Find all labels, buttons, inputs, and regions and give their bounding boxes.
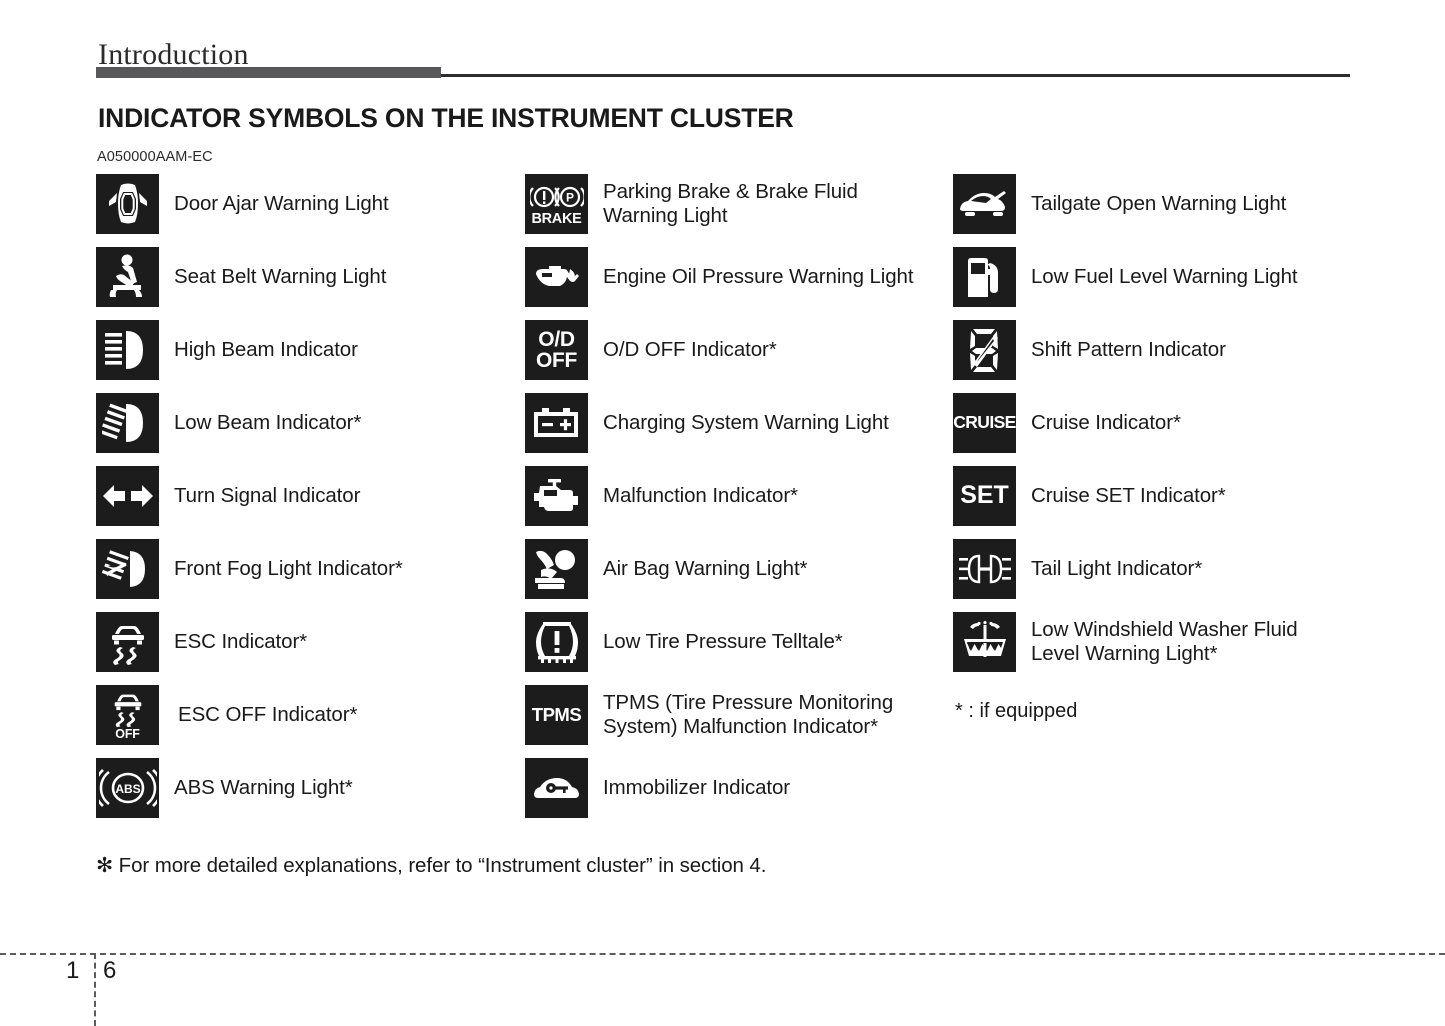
tpms-icon-text: TPMS — [531, 703, 582, 725]
symbol-row: High Beam Indicator — [96, 320, 358, 380]
cruise-set-icon: SET — [953, 466, 1016, 526]
symbol-label: Door Ajar Warning Light — [174, 191, 389, 215]
symbol-label: Low Tire Pressure Telltale* — [603, 629, 843, 653]
cruise-icon: CRUISE — [953, 393, 1016, 453]
chapter-number: 1 — [66, 957, 80, 984]
symbol-label: Tailgate Open Warning Light — [1031, 191, 1287, 215]
abs-icon: ABS — [96, 758, 159, 818]
symbol-row: TPMS TPMS (Tire Pressure Monitoring Syst… — [525, 685, 893, 745]
front-fog-light-icon — [96, 539, 159, 599]
header-rule-accent — [96, 67, 441, 78]
header-rule-line — [441, 74, 1350, 77]
symbol-label: Charging System Warning Light — [603, 410, 889, 434]
door-ajar-icon — [96, 174, 159, 234]
symbol-row: Malfunction Indicator* — [525, 466, 798, 526]
symbol-label: Cruise SET Indicator* — [1031, 483, 1226, 507]
parking-brake-icon: P BRAKE — [525, 174, 588, 234]
symbol-label: Seat Belt Warning Light — [174, 264, 387, 288]
esc-off-icon: OFF — [96, 685, 159, 745]
symbol-label: High Beam Indicator — [174, 337, 358, 361]
seat-belt-icon — [96, 247, 159, 307]
symbol-label: Shift Pattern Indicator — [1031, 337, 1226, 361]
footer-divider-horizontal — [0, 953, 1445, 955]
symbol-label: Turn Signal Indicator — [174, 483, 361, 507]
abs-icon-text: ABS — [115, 782, 140, 796]
document-code: A050000AAM-EC — [97, 149, 213, 165]
air-bag-icon — [525, 539, 588, 599]
symbol-label: TPMS (Tire Pressure Monitoring System) M… — [603, 690, 894, 739]
od-off-icon-text: O/D OFF — [535, 327, 578, 372]
symbol-row: Air Bag Warning Light* — [525, 539, 808, 599]
od-off-icon: O/D OFF — [525, 320, 588, 380]
symbol-row: Low Windshield Washer Fluid Level Warnin… — [953, 612, 1298, 672]
symbol-row: Low Fuel Level Warning Light — [953, 247, 1298, 307]
symbol-row: Engine Oil Pressure Warning Light — [525, 247, 914, 307]
engine-oil-icon — [525, 247, 588, 307]
immobilizer-icon — [525, 758, 588, 818]
symbol-row: Front Fog Light Indicator* — [96, 539, 403, 599]
symbol-label: ESC OFF Indicator* — [178, 702, 358, 726]
if-equipped-legend: * : if equipped — [955, 700, 1078, 722]
symbol-row: SET Cruise SET Indicator* — [953, 466, 1226, 526]
esc-off-icon-text: OFF — [115, 726, 140, 741]
symbol-row: Seat Belt Warning Light — [96, 247, 386, 307]
malfunction-icon — [525, 466, 588, 526]
symbol-label: ABS Warning Light* — [174, 775, 353, 799]
symbol-row: Shift Pattern Indicator — [953, 320, 1226, 380]
symbol-row: OFF ESC OFF Indicator* — [96, 685, 357, 745]
symbol-label: Immobilizer Indicator — [603, 775, 791, 799]
low-beam-icon — [96, 393, 159, 453]
footer-divider-vertical — [94, 953, 96, 1026]
charging-system-icon — [525, 393, 588, 453]
svg-text:P: P — [565, 191, 573, 205]
symbol-label: ESC Indicator* — [174, 629, 308, 653]
symbol-label: Low Fuel Level Warning Light — [1031, 264, 1298, 288]
symbol-label: Low Windshield Washer Fluid Level Warnin… — [1031, 617, 1298, 666]
symbol-row: ABS ABS Warning Light* — [96, 758, 353, 818]
symbol-row: O/D OFF O/D OFF Indicator* — [525, 320, 777, 380]
symbol-label: Tail Light Indicator* — [1031, 556, 1203, 580]
esc-icon — [96, 612, 159, 672]
symbol-row: Door Ajar Warning Light — [96, 174, 389, 234]
low-fuel-icon — [953, 247, 1016, 307]
tpms-icon: TPMS — [525, 685, 588, 745]
symbol-label: Air Bag Warning Light* — [603, 556, 808, 580]
low-tire-pressure-icon — [525, 612, 588, 672]
symbol-row: ESC Indicator* — [96, 612, 307, 672]
symbol-row: Charging System Warning Light — [525, 393, 889, 453]
symbol-row: Low Beam Indicator* — [96, 393, 361, 453]
turn-signal-icon — [96, 466, 159, 526]
symbol-label: O/D OFF Indicator* — [603, 337, 777, 361]
symbol-row: CRUISE Cruise Indicator* — [953, 393, 1181, 453]
tailgate-open-icon — [953, 174, 1016, 234]
symbol-label: Low Beam Indicator* — [174, 410, 362, 434]
cruise-set-icon-text: SET — [960, 481, 1009, 510]
symbol-label: Parking Brake & Brake Fluid Warning Ligh… — [603, 179, 858, 228]
cruise-icon-text: CRUISE — [953, 412, 1016, 433]
symbol-label: Engine Oil Pressure Warning Light — [603, 264, 914, 288]
symbol-label: Cruise Indicator* — [1031, 410, 1181, 434]
washer-fluid-icon — [953, 612, 1016, 672]
shift-pattern-icon — [953, 320, 1016, 380]
symbol-row: Tailgate Open Warning Light — [953, 174, 1286, 234]
symbol-row: Immobilizer Indicator — [525, 758, 790, 818]
reference-note: ✻ For more detailed explanations, refer … — [96, 854, 767, 877]
tail-light-icon — [953, 539, 1016, 599]
symbol-label: Front Fog Light Indicator* — [174, 556, 403, 580]
page-header: Introduction — [0, 0, 1445, 90]
symbol-row: Tail Light Indicator* — [953, 539, 1202, 599]
chapter-title: Introduction — [98, 38, 249, 71]
symbol-row: P BRAKE Parking Brake & Brake Fluid Warn… — [525, 174, 858, 234]
parking-brake-icon-text: BRAKE — [531, 211, 582, 228]
symbol-row: Low Tire Pressure Telltale* — [525, 612, 843, 672]
page-number: 6 — [103, 957, 117, 984]
symbol-row: Turn Signal Indicator — [96, 466, 360, 526]
high-beam-icon — [96, 320, 159, 380]
page-title: INDICATOR SYMBOLS ON THE INSTRUMENT CLUS… — [98, 103, 794, 133]
symbol-label: Malfunction Indicator* — [603, 483, 798, 507]
